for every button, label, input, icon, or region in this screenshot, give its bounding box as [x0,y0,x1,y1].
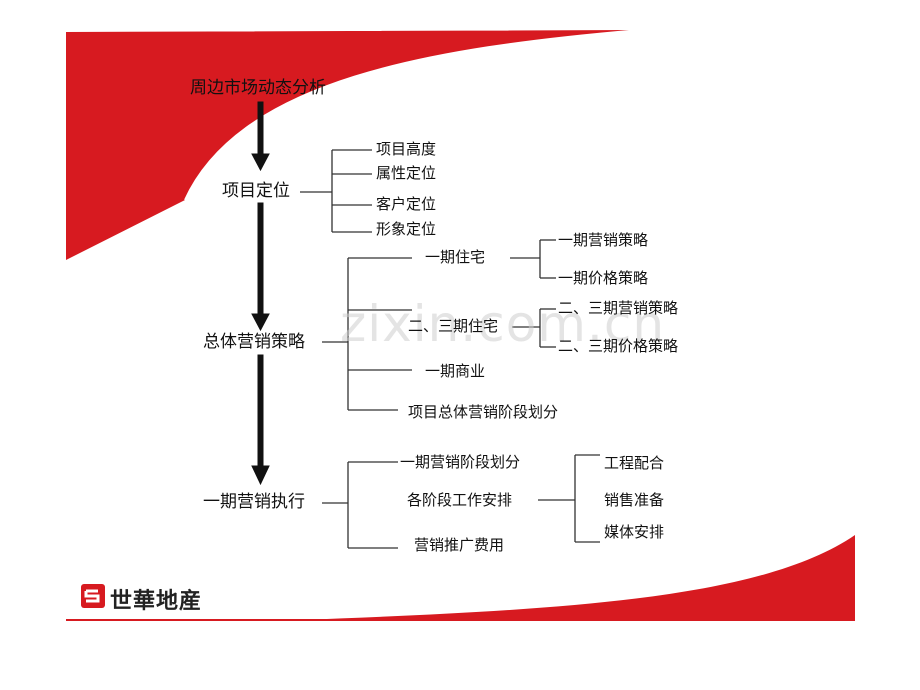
stage1-node: 项目定位 [222,181,290,201]
stage1-connectors [300,149,372,233]
flow-arrows [251,101,270,486]
stage2-node: 总体营销策略 [203,332,305,352]
phase1-commercial-node: 一期商业 [425,362,486,380]
promotion-cost-node: 营销推广费用 [414,536,505,554]
stage1-child: 属性定位 [376,164,437,182]
stage2-connectors [322,239,556,411]
watermark: zixin.com.cn [340,295,666,353]
work-arrangement-child: 工程配合 [604,454,665,472]
work-arrangement-child: 媒体安排 [604,523,665,541]
work-arrangement-node: 各阶段工作安排 [407,491,513,509]
phase1-strategy: 一期价格策略 [558,269,649,287]
stage3-node: 一期营销执行 [203,492,305,512]
phase23-strategy: 二、三期营销策略 [558,299,679,317]
phase23-residential-node: 二、三期住宅 [408,317,499,335]
company-logo-text: 世華地産 [110,589,203,614]
project-stage-division-node: 项目总体营销阶段划分 [408,403,559,421]
phase1-stage-division-node: 一期营销阶段划分 [400,453,521,471]
phase1-residential-node: 一期住宅 [425,248,486,266]
stage1-child: 项目高度 [376,140,437,158]
phase1-strategy: 一期营销策略 [558,231,649,249]
work-arrangement-child: 销售准备 [604,491,665,509]
root-node: 周边市场动态分析 [190,78,326,98]
bottom-red-swoosh [300,535,855,620]
stage1-child: 形象定位 [376,220,437,238]
top-red-swoosh [66,30,640,260]
phase23-strategy: 二、三期价格策略 [558,337,679,355]
shihua-logo-mark-icon [81,584,105,608]
stage1-child: 客户定位 [376,195,437,213]
stage3-connectors [322,454,600,549]
